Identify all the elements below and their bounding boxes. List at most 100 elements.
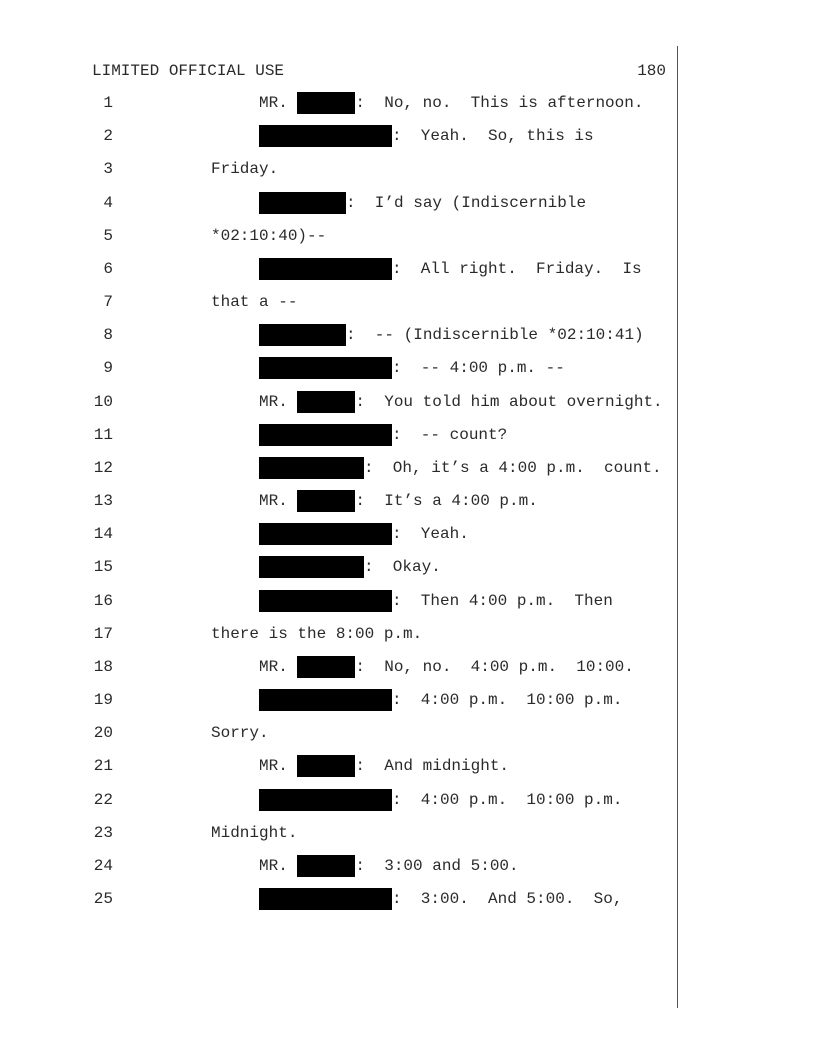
transcript-line: 17 there is the 8:00 p.m. [0,623,816,645]
redaction-box [259,324,346,347]
line-number: 11 [93,425,113,444]
transcript-line: 10 MR. : You told him about overnight. [0,390,816,413]
line-number: 12 [93,458,113,477]
line-text: : 3:00 and 5:00. [355,856,519,875]
line-text: : Yeah. So, this is [392,127,594,146]
transcript-line: 22 : 4:00 p.m. 10:00 p.m. [0,788,816,811]
transcript-line: 13 MR. : It’s a 4:00 p.m. [0,490,816,513]
speaker-title: MR. [259,94,298,112]
line-number: 3 [103,160,113,179]
line-number: 9 [103,359,113,378]
speaker-turn: : 4:00 p.m. 10:00 p.m. [259,689,623,712]
line-number: 14 [93,525,113,544]
line-number: 15 [93,558,113,577]
classification-header: LIMITED OFFICIAL USE [92,62,285,80]
line-number: 13 [93,492,113,511]
speaker-turn: : -- count? [259,423,508,446]
transcript-line: 3 Friday. [0,158,816,180]
continuation-text: Friday. [211,158,278,180]
continuation-text: that a -- [211,291,297,313]
line-number: 22 [93,790,113,809]
speaker-turn: MR. : No, no. This is afternoon. [259,92,643,114]
line-number: 17 [93,624,113,643]
speaker-turn: : Yeah. So, this is [259,125,594,148]
line-text: : -- (Indiscernible *02:10:41) [346,326,644,345]
continuation-text: Sorry. [211,722,269,744]
speaker-turn: MR. : 3:00 and 5:00. [259,854,519,877]
line-number: 8 [103,326,113,345]
redaction-box [259,191,346,214]
transcript-line: 8 : -- (Indiscernible *02:10:41) [0,324,816,347]
redaction-box [259,888,392,911]
redaction-box [259,357,392,380]
transcript-line: 19: 4:00 p.m. 10:00 p.m. [0,689,816,712]
speaker-title: MR. [259,757,298,776]
speaker-turn: MR. : It’s a 4:00 p.m. [259,490,538,513]
line-number: 18 [93,657,113,676]
line-text: : 4:00 p.m. 10:00 p.m. [392,790,623,809]
line-text: : -- 4:00 p.m. -- [392,359,565,378]
line-text: : All right. Friday. Is [392,259,642,278]
redaction-box [259,423,392,446]
speaker-turn: : Okay. [259,556,441,579]
line-text: : Okay. [364,558,441,577]
transcript-line: 5*02:10:40)-- [0,225,816,247]
line-text: : I’d say (Indiscernible [346,193,587,212]
continuation-text: Midnight. [211,822,297,844]
line-text: Friday. [211,160,279,179]
transcript-line: 9 : -- 4:00 p.m. -- [0,357,816,380]
line-text: : And midnight. [355,757,510,776]
speaker-title: MR. [259,492,298,511]
line-number: 4 [103,193,113,212]
redaction-box [259,523,392,546]
line-text: : It’s a 4:00 p.m. [355,492,538,511]
line-number: 10 [93,392,113,411]
line-text: : Then 4:00 p.m. Then [392,591,613,610]
speaker-title: MR. [259,856,298,875]
transcript-line: 14 : Yeah. [0,523,816,546]
speaker-turn: : 4:00 p.m. 10:00 p.m. [259,788,623,811]
redaction-box [259,456,364,479]
line-number: 16 [93,591,113,610]
line-text: : 4:00 p.m. 10:00 p.m. [392,691,623,710]
line-text: *02:10:40)-- [211,226,327,245]
speaker-turn: : Yeah. [259,523,469,546]
speaker-turn: : Oh, it’s a 4:00 p.m. count. [259,456,662,479]
line-text: : -- count? [392,425,508,444]
speaker-turn: : -- 4:00 p.m. -- [259,357,565,380]
line-number: 21 [93,757,113,776]
speaker-turn: : -- (Indiscernible *02:10:41) [259,324,644,347]
line-number: 7 [103,293,113,312]
line-text: Midnight. [211,823,298,842]
speaker-turn: : All right. Friday. Is [259,257,642,280]
speaker-turn: : 3:00. And 5:00. So, [259,888,622,911]
transcript-line: 21 MR. : And midnight. [0,755,816,778]
redaction-box [297,854,356,877]
speaker-turn: MR. : And midnight. [259,755,510,778]
redaction-box [297,490,356,513]
line-text: : You told him about overnight. [355,392,663,411]
transcript-line: 24 MR. : 3:00 and 5:00. [0,854,816,877]
line-text: Sorry. [211,724,269,743]
redaction-box [259,589,392,612]
transcript-line: 6 : All right. Friday. Is [0,257,816,280]
transcript-line: 7 that a -- [0,291,816,313]
line-text: there is the 8:00 p.m. [211,624,423,643]
speaker-turn: MR. : You told him about overnight. [259,390,663,413]
transcript-line: 2: Yeah. So, this is [0,125,816,148]
margin-rule [677,46,678,1008]
redaction-box [297,92,356,114]
redaction-box [297,390,356,413]
speaker-title: MR. [259,657,298,676]
speaker-title: MR. [259,392,298,411]
transcript-line: 4 : I’d say (Indiscernible [0,191,816,214]
redaction-box [259,556,364,579]
page-number: 180 [637,62,666,80]
redaction-box [297,755,356,778]
line-number: 6 [103,259,113,278]
transcript-line: 12 : Oh, it’s a 4:00 p.m. count. [0,456,816,479]
line-number: 24 [93,856,113,875]
